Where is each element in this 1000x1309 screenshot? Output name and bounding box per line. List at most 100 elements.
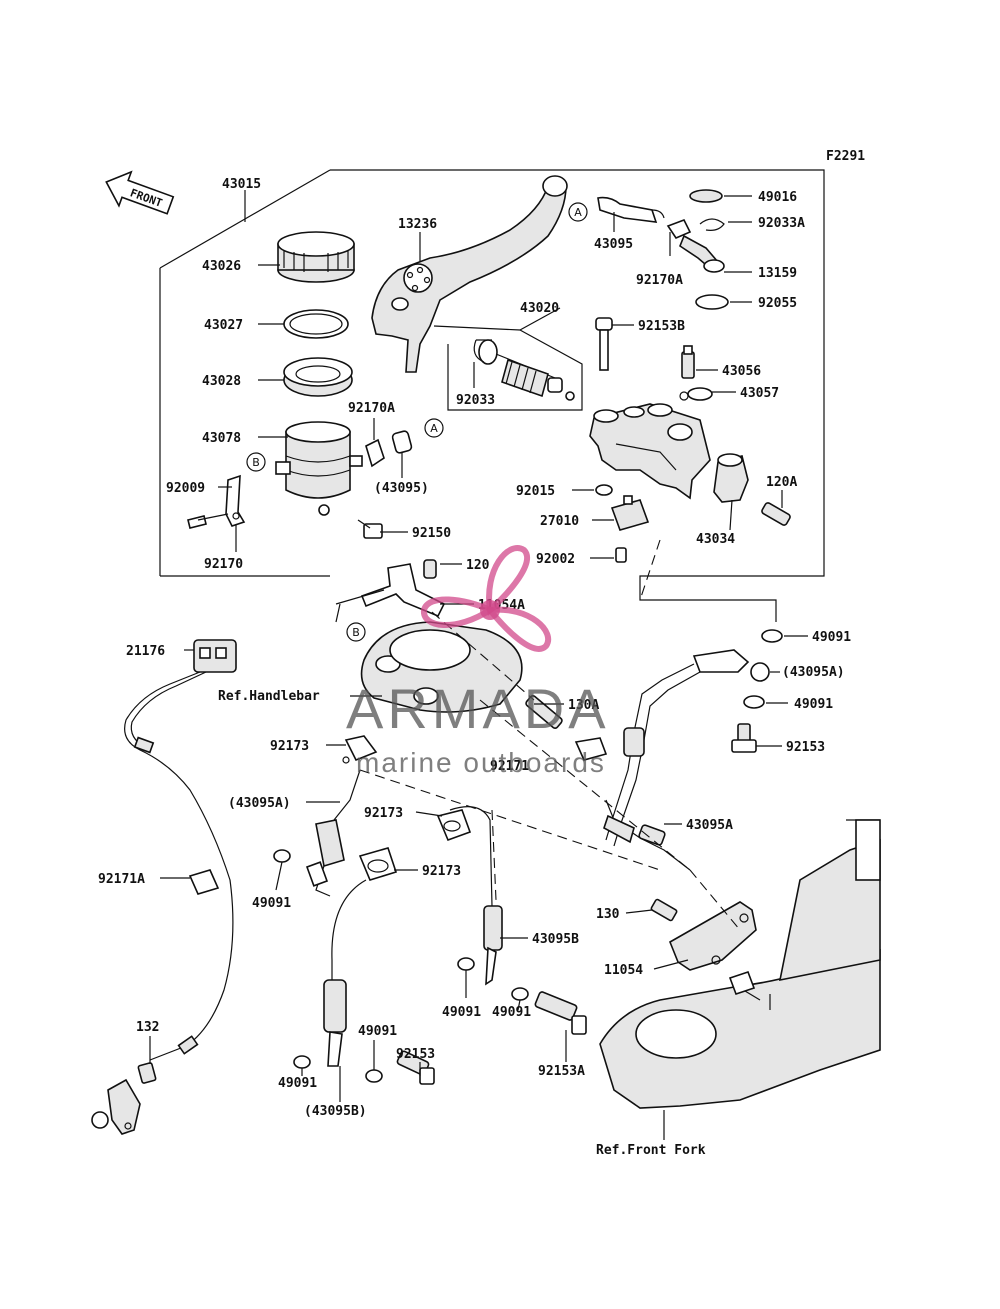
label-43057: 43057 (740, 386, 779, 401)
label-92153-right: 92153 (786, 740, 825, 755)
figure-code: F2291 (826, 149, 865, 164)
label-11054: 11054 (604, 963, 643, 978)
label-49091-a: 49091 (812, 630, 851, 645)
label-92153a: 92153A (538, 1064, 585, 1079)
label-49091-b: 49091 (794, 697, 833, 712)
bleeder-cap (679, 387, 713, 401)
ref-front-fork: Ref.Front Fork (596, 1143, 706, 1158)
brake-switch (610, 495, 650, 531)
lever-holder (713, 453, 749, 503)
bolt-130 (650, 898, 678, 922)
washer-49091-f (293, 1055, 311, 1069)
part-labels: 43015 43026 43027 43028 43078 92009 9217… (98, 177, 851, 1158)
label-92055: 92055 (758, 296, 797, 311)
leader-lines (149, 195, 808, 1140)
label-43027: 43027 (204, 318, 243, 333)
piston-assembly (478, 339, 575, 401)
label-49091-c: 49091 (252, 896, 291, 911)
label-43028: 43028 (202, 374, 241, 389)
label-43056: 43056 (722, 364, 761, 379)
brake-hose-43095b (449, 806, 503, 986)
label-92150: 92150 (412, 526, 451, 541)
label-92015: 92015 (516, 484, 555, 499)
label-13236: 13236 (398, 217, 437, 232)
holder-bolt (761, 502, 791, 526)
label-92170a-right: 92170A (636, 273, 683, 288)
label-43095a: 43095A (686, 818, 733, 833)
label-49091-d: 49091 (442, 1005, 481, 1020)
label-49091-g: 49091 (278, 1076, 317, 1091)
label-92173-a: 92173 (270, 739, 309, 754)
diaphragm (283, 357, 353, 397)
harness-clip (133, 736, 155, 754)
washer-49016 (689, 189, 723, 203)
switch-screw (615, 547, 627, 563)
reservoir-tank (275, 421, 363, 516)
label-21176: 21176 (126, 644, 165, 659)
washer-49091-g (365, 1069, 383, 1083)
o-ring-92055 (695, 294, 729, 310)
hose-clamp-92173-b (436, 809, 472, 842)
hose-bracket-11054a (335, 559, 446, 623)
circlip-92033 (473, 339, 492, 363)
label-92170: 92170 (204, 557, 243, 572)
label-92033a: 92033A (758, 216, 805, 231)
washer-92015 (595, 484, 613, 496)
label-120a: 120A (766, 475, 797, 490)
brake-hose-43095a (603, 799, 691, 871)
watermark: ARMADA marine outboards (346, 545, 610, 778)
svg-text:A: A (574, 206, 582, 219)
washer-49091-e (511, 987, 529, 1001)
callout-b-bracket: B (346, 622, 366, 642)
front-arrow-icon: FRONT (105, 170, 175, 215)
hose-clamp-92173-c (358, 847, 398, 881)
reservoir-cap (277, 231, 355, 283)
washer-49091-c (273, 849, 291, 863)
abs-sensor-harness-b (130, 671, 207, 749)
hose-clamp-92173-a (342, 735, 378, 764)
washer-49091-d (457, 957, 475, 971)
label-92153b: 92153B (638, 319, 685, 334)
abs-sensor-connector (193, 639, 237, 673)
banjo-bolt-92153a (534, 991, 587, 1035)
reservoir-hose (597, 196, 665, 223)
label-92002: 92002 (536, 552, 575, 567)
label-43095-paren: (43095) (374, 481, 429, 496)
label-43095: 43095 (594, 237, 633, 252)
svg-text:B: B (352, 626, 360, 639)
label-13159: 13159 (758, 266, 797, 281)
harness-clip-lower (177, 1035, 199, 1055)
brake-lever (371, 175, 568, 373)
bleeder-valve (681, 345, 695, 379)
callout-a-left: A (424, 418, 444, 438)
banjo-bolt-92153-lower (396, 1050, 435, 1085)
callout-b-reservoir: B (246, 452, 266, 472)
watermark-brand: ARMADA (346, 677, 610, 740)
ref-handlebar: Ref.Handlebar (218, 689, 320, 704)
reservoir-bolt (357, 519, 383, 539)
label-43026: 43026 (202, 259, 241, 274)
brake-hose-43095a-left (305, 769, 361, 897)
label-43034: 43034 (696, 532, 735, 547)
washer-49091-b (743, 695, 765, 709)
label-130a: 130A (568, 698, 599, 713)
brake-hose-43095b-left (323, 879, 367, 1067)
propeller-logo-icon (421, 545, 551, 652)
label-92153-lower: 92153 (396, 1047, 435, 1062)
diaphragm-plate (283, 309, 349, 339)
banjo-bolt-92153b (595, 317, 613, 371)
callout-a-top: A (568, 202, 588, 222)
svg-text:A: A (430, 422, 438, 435)
label-49091-f: 49091 (358, 1024, 397, 1039)
label-43020: 43020 (520, 301, 559, 316)
front-fork (599, 819, 881, 1109)
reservoir-hose-clamp (365, 430, 413, 468)
label-92173-b: 92173 (364, 806, 403, 821)
label-49091-e: 49091 (492, 1005, 531, 1020)
svg-text:B: B (252, 456, 260, 469)
label-27010: 27010 (540, 514, 579, 529)
reservoir-fitting (679, 234, 725, 273)
master-cylinder-assembly-frame (159, 169, 825, 622)
